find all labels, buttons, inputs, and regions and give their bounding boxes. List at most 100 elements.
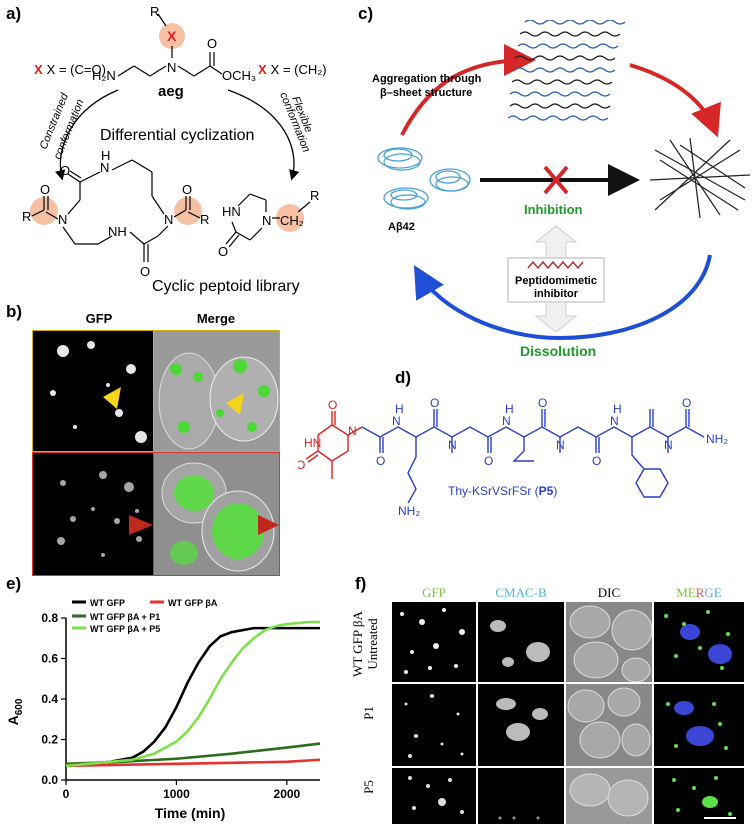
nh-top-n: N [100,160,109,175]
x-highlight [159,23,185,49]
aggregation-arrow [400,44,536,136]
panel-b-gfp-top [32,330,154,452]
thymine [305,411,363,479]
abeta-label: Aβ42 [388,221,415,233]
panel-b-gfp-bottom [32,452,154,576]
x-tick-label: 2000 [274,787,301,801]
y-tick-label: 0.4 [41,692,58,706]
ylabel-sub: 600 [14,698,25,715]
f-r2-cmac [478,684,564,766]
yellow-arrowhead [103,387,121,409]
caption-bold: P5 [539,484,554,498]
r-top: R [150,4,159,19]
series-line [65,626,320,768]
f-r1-dic [566,602,652,682]
chart-axes: 0.0 0.2 0.4 0.6 0.8 0 1000 2000 [41,611,320,801]
panel-c: Aggregation through β–sheet structure Aβ… [360,19,755,365]
f-row-p1: P1 [361,706,376,720]
f-r1-cmac [478,602,564,682]
panel-a-label: a) [6,4,22,23]
differential-cyclization: Differential cyclization [100,127,254,144]
d-n-6: N [664,438,673,452]
y-tick-label: 0.8 [41,611,58,625]
f-col-merge: MERGE [654,585,744,601]
d-nh2-amide: NH₂ [706,432,728,446]
peptoid-backbone [361,409,705,504]
legend-label: WT GFP βA [168,598,218,608]
series-line [65,758,321,768]
left-arrow [55,89,119,181]
panel-b-merge-header: Merge [196,311,236,326]
carbonyl-o: O [207,36,217,51]
right-condition-text: X = (CH₂) [271,62,327,77]
f-r3-dic [566,768,652,824]
d-n-5: N [610,414,619,428]
o-bottom: O [140,264,150,279]
f-r3-cmac [478,768,564,824]
beta-sheet-stack [507,19,626,121]
chart-xlabel: Time (min) [155,805,226,821]
row1-line1: WT GFP βA [350,611,365,677]
legend-label: WT GFP βA + P1 [90,612,160,622]
y-tick-label: 0.2 [41,733,58,747]
merge-part-3: GE [704,585,722,600]
x-tick-label: 1000 [163,787,190,801]
thy-o-top: O [328,398,337,412]
x-tick-label: 0 [63,787,70,801]
d-n-3: N [502,414,511,428]
dissolution-arrow [413,254,712,341]
d-o-5: O [592,454,601,468]
panel-e-label: e) [6,574,22,593]
d-o-1: O [376,454,385,468]
y-tick-label: 0.6 [41,652,58,666]
left-condition-text: X = (C=O) [47,62,106,77]
chart-ylabel: A600 [5,698,25,725]
pip-o: O [218,244,228,259]
aggregation-text: Aggregation through [372,73,482,85]
panel-c-label: c) [358,4,374,23]
d-o-3: O [484,454,493,468]
red-arrowhead-merge [258,515,279,535]
d-o-2: O [430,396,439,410]
d-h-3: H [505,402,514,416]
thy-n: N [348,424,357,438]
series-line [65,620,320,768]
y-tick-label: 0.0 [41,773,58,787]
fibril-arrow [629,63,721,138]
panel-b-label: b) [6,302,23,321]
d-o-4: O [538,396,547,410]
f-col-cmac: CMAC-B [495,585,547,600]
n-right: N [164,212,173,227]
right-arrow [227,89,300,181]
inhibitor-zigzag [527,260,584,270]
right-acyl-highlight [174,197,202,225]
panel-c-scheme: Aggregation through β–sheet structure Aβ… [372,19,751,359]
nh-top-h: H [101,148,110,163]
d-n-4: N [556,438,565,452]
row1-line2: Untreated [365,618,380,670]
merge-part-1: ME [676,585,696,600]
n-left: N [58,212,67,227]
o-right: O [182,182,192,197]
f-r2-gfp [392,684,476,766]
pip-ch2: CH₂ [280,213,304,228]
inhibitor-text-2: inhibitor [534,288,579,300]
h2n: H₂N [92,68,116,83]
inhibitor-up-arrow [534,225,578,259]
beta-sheet-text: β–sheet structure [380,87,472,99]
left-acyl-highlight [30,197,58,225]
red-arrowhead [129,515,153,535]
panel-b-gfp-header: GFP [85,311,113,326]
legend-label: WT GFP βA + P5 [90,624,160,634]
panel-d-label: d) [395,368,412,387]
d-o-6: O [682,396,691,410]
f-r2-dic [566,684,652,766]
n-atom: N [167,60,176,75]
yellow-arrowhead-merge [226,393,244,415]
och3: OCH₃ [222,68,256,83]
pip-n: N [262,213,271,228]
inhibition-text: Inhibition [524,202,583,217]
